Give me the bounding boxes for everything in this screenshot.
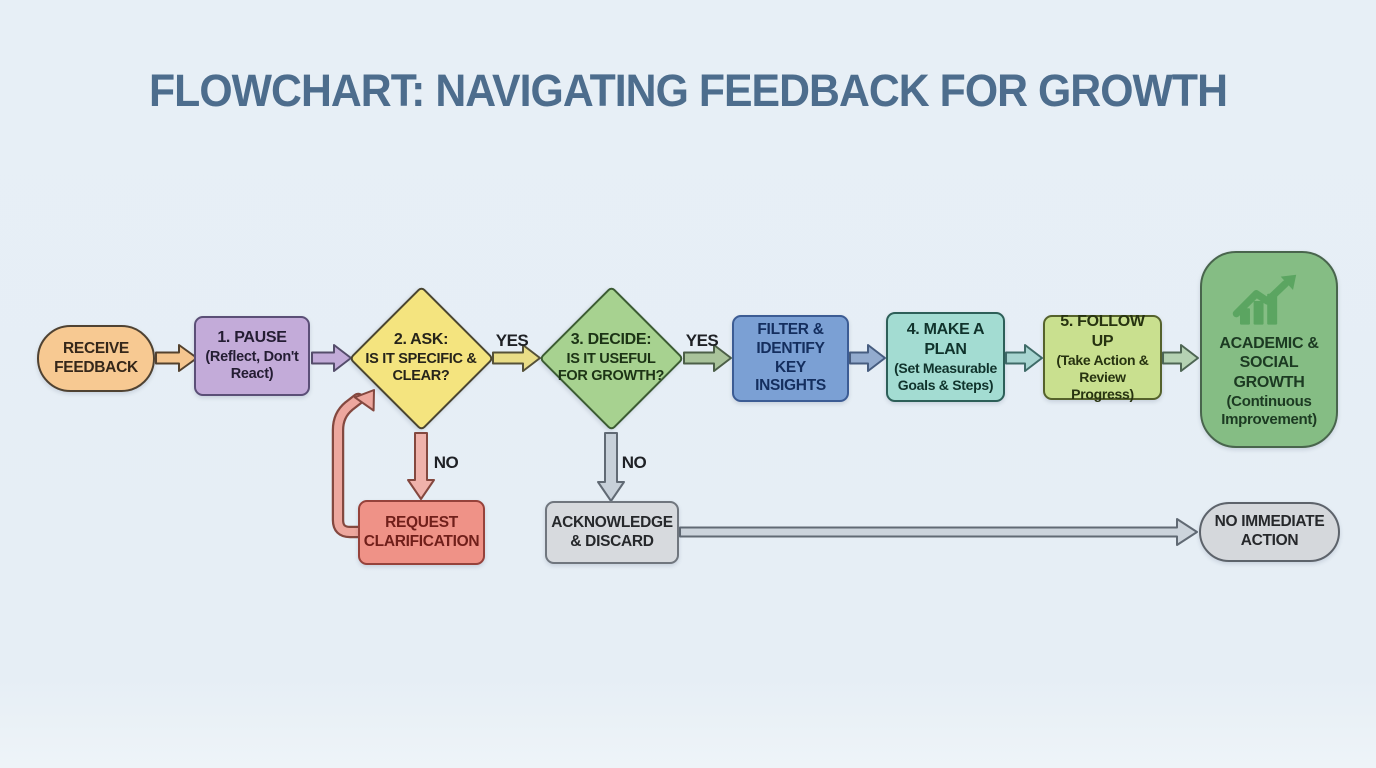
arrow-followup-to-growth [1162,344,1199,372]
node-request-clarification: REQUEST CLARIFICATION [358,500,485,565]
arrow-discard-to-noaction [679,518,1198,546]
node-ask-decision: 2. ASK: IS IT SPECIFIC & CLEAR? [348,285,494,431]
node-subtitle: (Take Action & Review Progress) [1056,352,1149,402]
arrow-ask-to-decide-yes [492,344,541,372]
growth-chart-icon [1232,274,1297,325]
arrow-pause-to-ask [311,344,352,372]
node-subtitle: (Reflect, Don't React) [205,348,299,383]
edge-label-no-ask: NO [433,453,459,472]
node-title: ACKNOWLEDGE & DISCARD [551,513,673,550]
arrow-decide-to-discard-no [597,432,625,502]
node-pause: 1. PAUSE (Reflect, Don't React) [194,316,310,396]
node-title: 5. FOLLOW UP [1060,313,1145,350]
node-acknowledge-discard: ACKNOWLEDGE & DISCARD [545,501,679,564]
node-subtitle: IS IT SPECIFIC & CLEAR? [365,350,477,385]
arrow-plan-to-followup [1005,344,1043,372]
arrow-ask-to-clarify-no [407,432,435,500]
node-title: 3. DECIDE: [570,331,652,349]
node-decide-decision: 3. DECIDE: IS IT USEFUL FOR GROWTH? [538,285,684,431]
page-title: FLOWCHART: NAVIGATING FEEDBACK FOR GROWT… [149,65,1228,116]
edge-label-yes-ask: YES [495,331,529,350]
node-title: REQUEST CLARIFICATION [363,513,480,550]
node-title: FILTER & IDENTIFY KEY INSIGHTS [755,320,826,395]
node-subtitle: (Set Measurable Goals & Steps) [894,360,997,394]
node-make-plan: 4. MAKE A PLAN (Set Measurable Goals & S… [886,312,1005,402]
node-title: 2. ASK: [393,331,449,349]
edge-label-no-decide: NO [621,453,647,472]
node-academic-social-growth: ACADEMIC & SOCIAL GROWTH (Continuous Imp… [1200,251,1338,448]
node-subtitle: IS IT USEFUL FOR GROWTH? [557,350,665,385]
arrow-clarify-loop-to-ask [331,389,375,539]
node-title: 4. MAKE A PLAN [906,321,985,358]
node-title: 1. PAUSE [217,329,287,347]
node-title: RECEIVE FEEDBACK [54,339,138,376]
node-title: ACADEMIC & SOCIAL GROWTH [1219,334,1319,391]
arrow-filter-to-plan [849,344,886,372]
node-receive-feedback: RECEIVE FEEDBACK [37,325,155,392]
arrow-decide-to-filter-yes [683,344,732,372]
node-subtitle: (Continuous Improvement) [1221,393,1317,429]
node-follow-up: 5. FOLLOW UP (Take Action & Review Progr… [1043,313,1162,402]
arrow-receive-to-pause [155,344,198,372]
edge-label-yes-decide: YES [685,331,719,350]
node-title: NO IMMEDIATE ACTION [1214,513,1325,549]
node-no-immediate-action: NO IMMEDIATE ACTION [1199,502,1340,562]
node-filter-insights: FILTER & IDENTIFY KEY INSIGHTS [732,315,849,402]
